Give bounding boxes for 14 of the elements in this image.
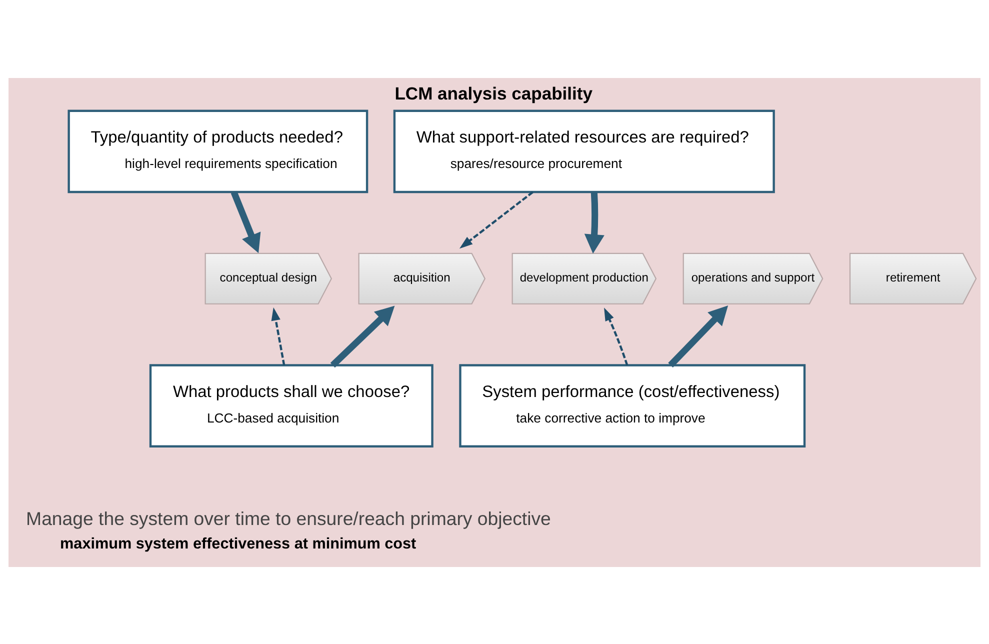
- node-box: Type/quantity of products needed? high-level requirements specification: [68, 109, 368, 193]
- arrow: [271, 306, 286, 365]
- node-box: What products shall we choose? LCC-based acquisition: [149, 364, 434, 447]
- arrow: [330, 305, 395, 368]
- arrow: [584, 191, 604, 254]
- label: maximum system effectiveness at minimum cost: [60, 535, 416, 552]
- node-box: What support-related resources are required? spares/resource procurement: [393, 109, 775, 193]
- arrow: [604, 307, 628, 366]
- arrow: [459, 190, 534, 248]
- label: Manage the system over time to ensure/reach primary objective: [26, 507, 551, 528]
- arrow: [230, 190, 261, 253]
- node-box: System performance (cost/effectiveness) take corrective action to improve: [459, 364, 806, 447]
- diagram-title: LCM analysis capability: [394, 83, 593, 104]
- arrow: [668, 305, 728, 367]
